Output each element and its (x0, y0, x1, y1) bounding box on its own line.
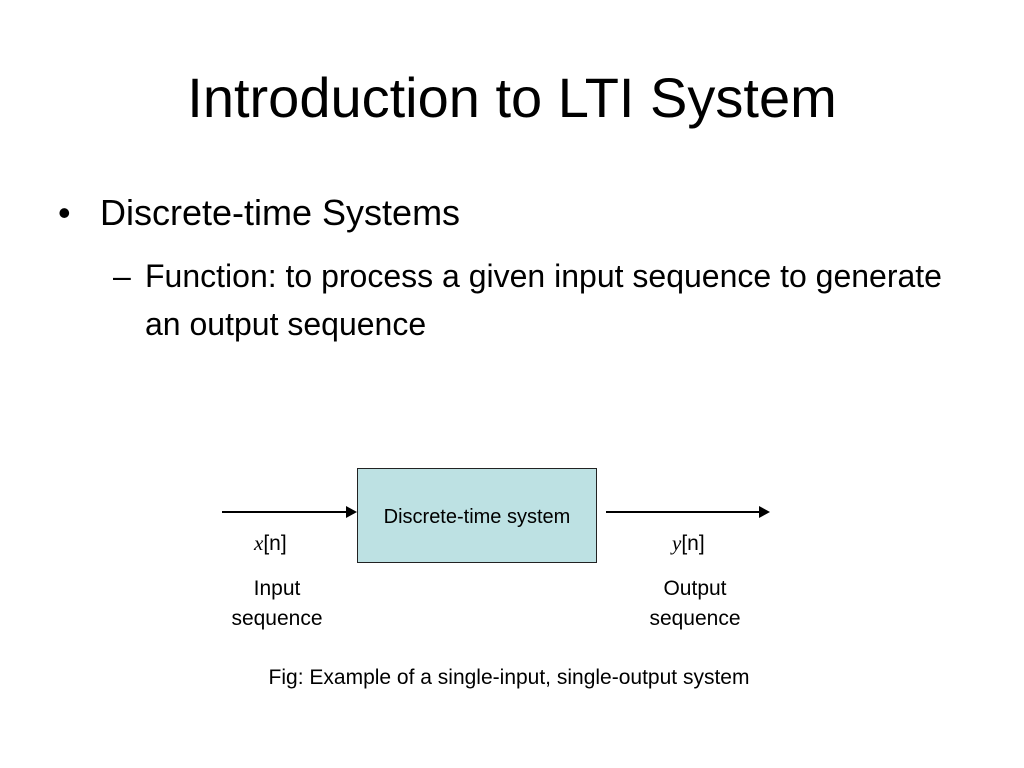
output-arrow-icon (606, 506, 770, 518)
output-label-line2: sequence (649, 607, 741, 630)
input-arrow-icon (222, 506, 357, 518)
output-sequence-label: Output sequence (625, 574, 765, 634)
input-variable: x (254, 531, 264, 555)
sub-bullet-text: Function: to process a given input seque… (145, 258, 942, 342)
bullet-discrete-time-systems: • Discrete-time Systems (58, 190, 460, 236)
slide-title: Introduction to LTI System (187, 66, 837, 129)
input-signal: x[n] (254, 530, 287, 557)
output-label-line1: Output (663, 577, 727, 600)
input-label-line1: Input (253, 577, 301, 600)
input-label-line2: sequence (231, 607, 323, 630)
input-index: [n] (263, 532, 287, 555)
sub-bullet-function: – Function: to process a given input seq… (113, 252, 953, 348)
input-sequence-label: Input sequence (207, 574, 347, 634)
figure-caption: Fig: Example of a single-input, single-o… (268, 666, 750, 689)
output-index: [n] (681, 532, 705, 555)
system-box (357, 468, 597, 563)
system-box-label: Discrete-time system (383, 506, 571, 528)
bullet-dot-icon: • (58, 192, 71, 233)
output-variable: y (672, 531, 682, 555)
output-signal: y[n] (672, 530, 705, 557)
bullet-text: Discrete-time Systems (100, 192, 461, 233)
dash-icon: – (113, 258, 131, 294)
